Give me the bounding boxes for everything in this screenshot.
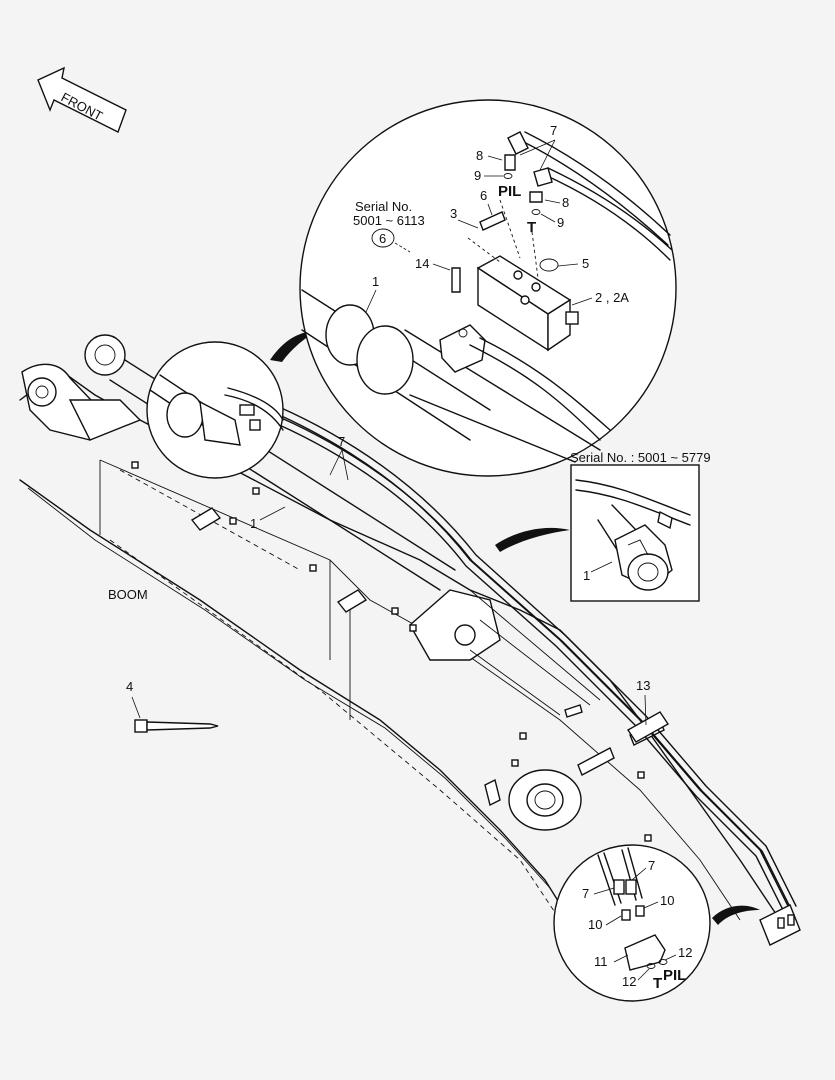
boom-label: BOOM: [108, 587, 148, 602]
callout-14: 14: [415, 256, 429, 271]
callout-7-c2: 7: [582, 886, 589, 901]
callout-11: 11: [594, 954, 608, 969]
boom-body: [19, 363, 781, 921]
serial-a-line1: Serial No.: [355, 199, 412, 214]
cable-tie-part: [134, 719, 219, 733]
front-arrow: FRONT: [37, 66, 127, 133]
swoosh-b: [495, 527, 570, 552]
callout-1-boom: 1: [250, 516, 257, 531]
callout-1-box: 1: [583, 568, 590, 583]
labels: BOOM Serial No. 5001 ~ 6113 Serial No. :…: [108, 123, 711, 992]
callout-6-circled: 6: [379, 231, 386, 246]
callout-7-c1: 7: [648, 858, 655, 873]
t-label-b: T: [527, 219, 536, 236]
callout-8: 8: [476, 148, 483, 163]
serial-b-label: Serial No. : 5001 ~ 5779: [570, 450, 711, 465]
detail-circle-c: [553, 844, 711, 1002]
callout-7-boom: 7: [338, 434, 345, 449]
detail-circle-a: [146, 341, 284, 479]
detail-box: [570, 464, 700, 602]
callout-10-c1: 10: [660, 893, 674, 908]
callout-9b: 9: [557, 215, 564, 230]
callout-12-a: 12: [678, 945, 692, 960]
callout-8b: 8: [562, 195, 569, 210]
callout-7: 7: [550, 123, 557, 138]
end-fitting: [759, 904, 801, 946]
callout-2: 2 , 2A: [595, 290, 629, 305]
pil-label-b: PIL: [498, 183, 521, 200]
callout-12-b: 12: [622, 974, 636, 989]
t-label-c: T: [653, 975, 662, 992]
callout-4: 4: [126, 679, 133, 694]
swoosh-a: [270, 330, 318, 362]
swoosh-c: [712, 905, 760, 925]
callout-6: 6: [480, 188, 487, 203]
pil-label-c: PIL: [663, 967, 686, 984]
callout-10-c2: 10: [588, 917, 602, 932]
callout-6-circle: [371, 228, 395, 248]
detail-circle-b: [299, 99, 677, 477]
callout-13: 13: [636, 678, 650, 693]
callout-1a: 1: [372, 274, 379, 289]
serial-a-line2: 5001 ~ 6113: [353, 213, 425, 228]
callout-9: 9: [474, 168, 481, 183]
callout-3: 3: [450, 206, 457, 221]
callout-5: 5: [582, 256, 589, 271]
